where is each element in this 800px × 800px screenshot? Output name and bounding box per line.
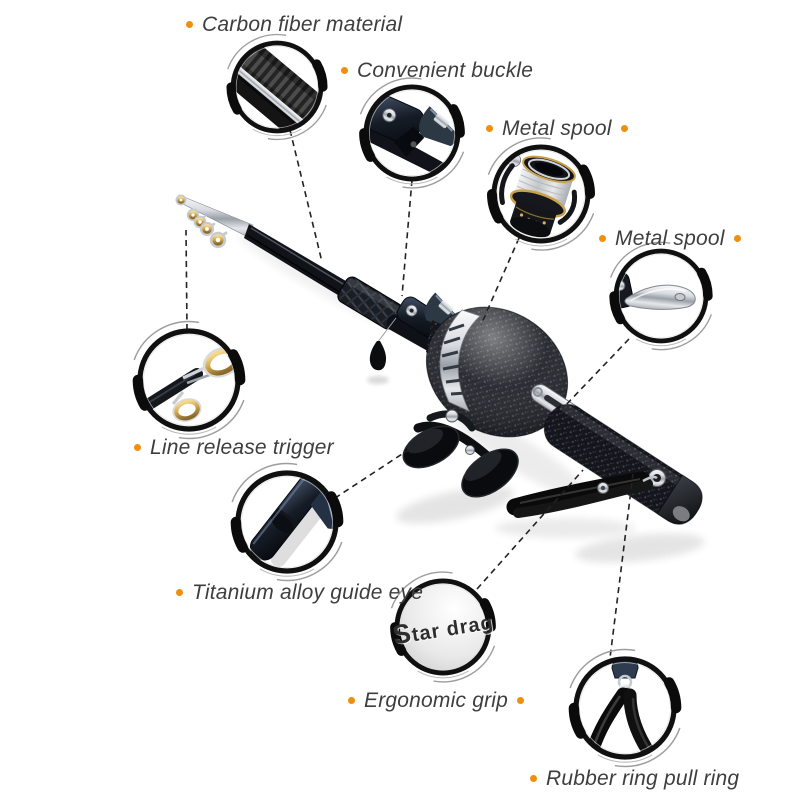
bullet-dot [599, 235, 606, 243]
bullet-dot [530, 775, 537, 783]
callout-label-spool-upper: Metal spool [486, 117, 628, 140]
callout-circle-rubber-ring [570, 650, 680, 767]
callout-label-text: Metal spool [615, 227, 725, 250]
bullet-dot [348, 697, 355, 705]
callout-label-carbon-fiber: Carbon fiber material [186, 13, 402, 36]
callout-circle-line-release [134, 322, 245, 439]
callout-label-text: Metal spool [502, 117, 612, 140]
bullet-dot [341, 67, 348, 75]
callout-circle-carbon-fiber [210, 30, 338, 150]
strap-lanyard [506, 471, 658, 518]
callout-label-line-release: Line release trigger [134, 436, 334, 459]
callout-label-text: Ergonomic grip [364, 689, 509, 712]
bullet-dot [186, 21, 193, 29]
rod-guide-eyes [175, 194, 228, 249]
connector-line-release [185, 229, 188, 331]
bullet-dot [176, 589, 183, 597]
callout-circle-spool-lower [603, 242, 712, 349]
hang-tab-thread [376, 317, 397, 344]
hang-tab [369, 341, 387, 371]
drag-ring [439, 309, 481, 412]
connector-spool-upper [480, 237, 520, 326]
connector-ergonomic-grip [476, 469, 584, 590]
callout-circle-spool-upper [487, 138, 593, 250]
bullet-dot [486, 125, 493, 133]
callout-label-text: Convenient buckle [357, 59, 534, 82]
bullet-dot [134, 444, 141, 452]
bullet-dot [733, 235, 741, 243]
callout-circle-buckle [352, 78, 472, 188]
callout-label-text: Titanium alloy guide eye [192, 581, 424, 604]
callout-circle-guide-eye [232, 464, 352, 584]
grip-handle [543, 403, 703, 525]
callout-label-text: Carbon fiber material [202, 13, 403, 36]
connector-rubber-ring [608, 473, 634, 667]
callout-label-text: Rubber ring pull ring [546, 767, 740, 790]
reel-crank [402, 409, 519, 498]
connector-carbon-fiber [289, 129, 323, 263]
connector-buckle [401, 179, 413, 297]
bullet-dot [517, 697, 525, 705]
callout-label-spool-lower: Metal spool [599, 227, 741, 250]
callout-circle-ergonomic-grip [392, 572, 495, 682]
fishing-rod-assembly [175, 194, 703, 525]
callout-label-guide-eye: Titanium alloy guide eye [176, 581, 423, 604]
bullet-dot [620, 125, 628, 133]
callout-label-text: Line release trigger [150, 436, 334, 459]
callout-label-buckle: Convenient buckle [341, 59, 533, 82]
connector-spool-lower [562, 338, 630, 409]
callout-label-rubber-ring: Rubber ring pull ring [530, 767, 739, 790]
callout-label-ergonomic-grip: Ergonomic grip [348, 689, 525, 712]
